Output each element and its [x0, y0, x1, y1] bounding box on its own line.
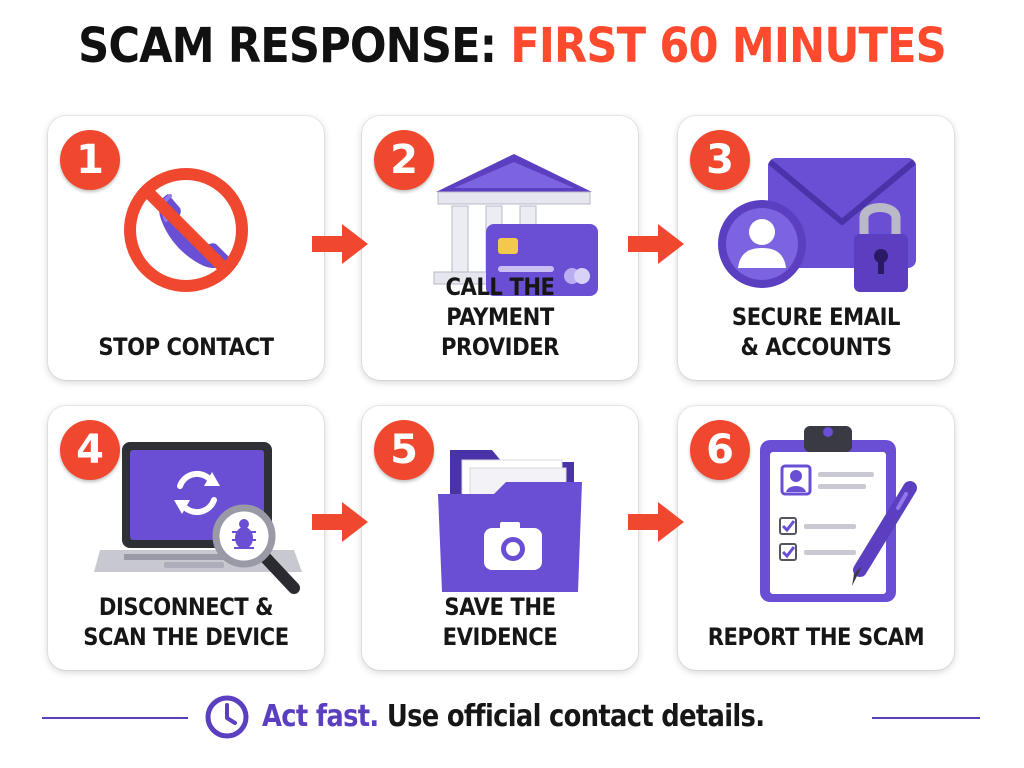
- step-label: REPORT THE SCAM: [707, 623, 925, 651]
- step-number-badge: 1: [60, 130, 120, 190]
- step-number-badge: 6: [690, 420, 750, 480]
- footer-divider-left: [42, 717, 188, 719]
- step-number-badge: 4: [60, 420, 120, 480]
- step-card-4: 4 DISCONNECT & SCAN THE DEVICE: [48, 406, 324, 670]
- laptop-scan-icon: [94, 442, 302, 594]
- report-clipboard-icon: [760, 426, 917, 602]
- title-part-2: FIRST 60 MINUTES: [510, 18, 947, 74]
- footer-message: Act fast. Use official contact details.: [262, 694, 765, 740]
- bank-card-icon: [433, 154, 598, 296]
- step-label: SECURE EMAIL & ACCOUNTS: [731, 303, 901, 361]
- footer-text: Use official contact details.: [386, 699, 765, 734]
- clock-icon: [205, 695, 249, 739]
- step-number-badge: 2: [374, 130, 434, 190]
- footer-emphasis: Act fast.: [262, 699, 379, 734]
- step-label: SAVE THE EVIDENCE: [442, 593, 558, 651]
- step-label: CALL THE PAYMENT PROVIDER: [440, 273, 560, 361]
- page-title: SCAM RESPONSE: FIRST 60 MINUTES: [51, 16, 973, 76]
- arrow-right-icon: [312, 502, 368, 542]
- arrow-right-icon: [628, 224, 684, 264]
- step-label: DISCONNECT & SCAN THE DEVICE: [83, 593, 289, 651]
- step-number-badge: 3: [690, 130, 750, 190]
- step-card-5: 5 SAVE THE EVIDENCE: [362, 406, 638, 670]
- evidence-folder-icon: [438, 450, 582, 592]
- step-card-3: 3 SECURE EMAIL & ACCOUNTS: [678, 116, 954, 380]
- step-card-6: 6 REPORT THE SCAM: [678, 406, 954, 670]
- title-part-1: SCAM RESPONSE:: [78, 18, 497, 74]
- arrow-right-icon: [312, 224, 368, 264]
- arrow-right-icon: [628, 502, 684, 542]
- footer-divider-right: [872, 717, 980, 719]
- step-number-badge: 5: [374, 420, 434, 480]
- no-phone-icon: [124, 168, 248, 292]
- email-lock-icon: [718, 158, 916, 292]
- step-card-1: 1 STOP CONTACT: [48, 116, 324, 380]
- step-card-2: 2 CALL THE PAYMENT PROVIDER: [362, 116, 638, 380]
- step-label: STOP CONTACT: [98, 333, 274, 361]
